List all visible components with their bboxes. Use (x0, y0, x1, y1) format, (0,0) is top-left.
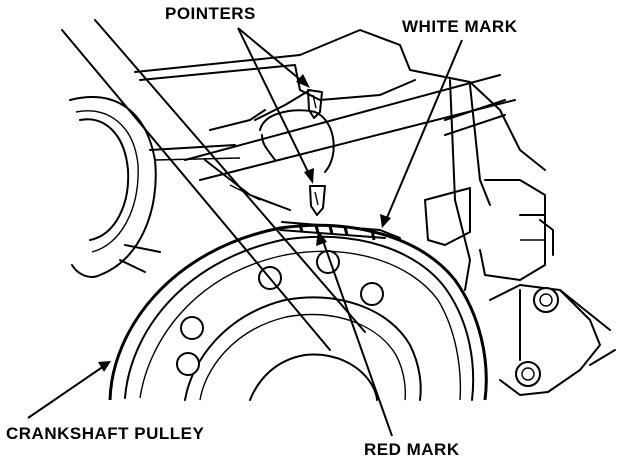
red-mark-label: RED MARK (364, 440, 460, 459)
timing-scale (279, 221, 401, 241)
right-bracket (489, 284, 616, 396)
white-mark-label: WHITE MARK (402, 17, 518, 36)
crankshaft-pulley-label: CRANKSHAFT PULLEY (6, 424, 205, 443)
pointer-tabs (307, 89, 326, 216)
leader-lines (27, 27, 463, 437)
timing-belt (61, 19, 516, 351)
pointers-label: POINTERS (165, 4, 256, 23)
left-pulley (69, 96, 157, 278)
cover-opening (254, 89, 335, 173)
